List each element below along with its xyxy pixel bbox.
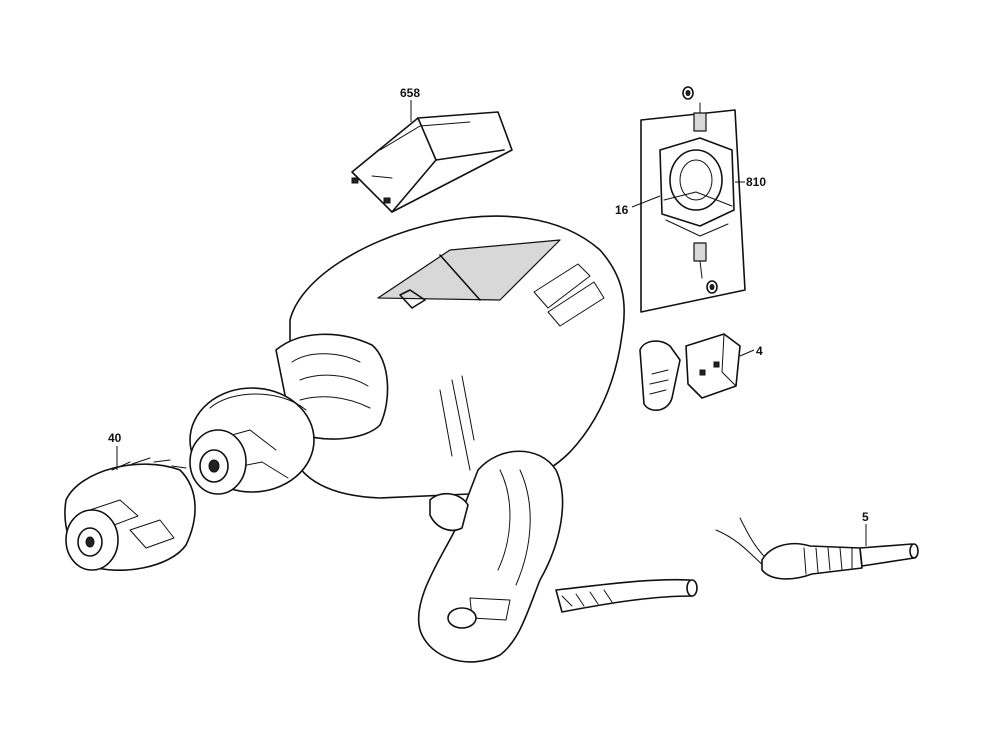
label-658: 658 xyxy=(400,86,420,100)
label-5: 5 xyxy=(862,510,869,524)
label-16: 16 xyxy=(615,203,629,217)
leader-16 xyxy=(631,195,661,208)
label-40: 40 xyxy=(108,431,122,445)
part-4-switch[interactable] xyxy=(639,333,741,411)
part-658-top-cover[interactable] xyxy=(351,111,513,213)
part-810-brush-holder[interactable] xyxy=(640,86,746,313)
part-5-power-cord[interactable] xyxy=(715,517,919,580)
label-810: 810 xyxy=(746,175,766,189)
label-4: 4 xyxy=(756,344,763,358)
drill-body xyxy=(189,215,698,663)
leader-4 xyxy=(739,349,755,357)
part-40-chuck[interactable] xyxy=(64,457,196,572)
